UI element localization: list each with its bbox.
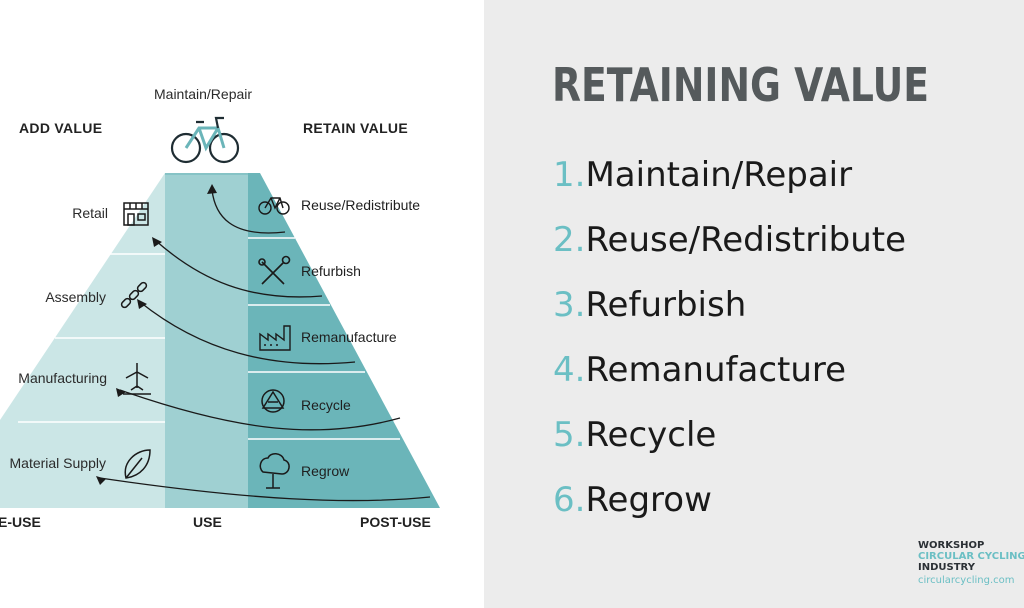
list-text: Refurbish bbox=[585, 285, 747, 325]
right-label-refurbish: Refurbish bbox=[301, 263, 361, 279]
slide-title: RETAINING VALUE bbox=[552, 58, 930, 112]
pyramid-right-side bbox=[248, 173, 440, 508]
left-label-material-supply: Material Supply bbox=[9, 455, 107, 471]
list-text: Maintain/Repair bbox=[585, 155, 853, 195]
list-item-5: 5.Recycle bbox=[553, 415, 716, 455]
list-number: 6. bbox=[553, 480, 586, 520]
bottom-label-use: USE bbox=[193, 514, 222, 530]
list-number: 5. bbox=[553, 415, 586, 455]
brand-line-industry: INDUSTRY bbox=[918, 562, 975, 573]
small-bicycle-icon bbox=[258, 197, 290, 215]
top-label: Maintain/Repair bbox=[154, 86, 253, 102]
brand-line-circular: CIRCULAR CYCLING bbox=[918, 551, 1024, 562]
pyramid-diagram bbox=[0, 116, 440, 508]
airplane-icon bbox=[123, 363, 151, 395]
right-label-remanufacture: Remanufacture bbox=[301, 329, 397, 345]
store-icon bbox=[123, 202, 149, 226]
bicycle-icon bbox=[170, 116, 240, 164]
left-label-assembly: Assembly bbox=[45, 289, 106, 305]
tree-icon bbox=[259, 453, 290, 489]
list-text: Regrow bbox=[585, 480, 712, 520]
add-value-header: ADD VALUE bbox=[19, 120, 103, 136]
retain-value-header: RETAIN VALUE bbox=[303, 120, 408, 136]
pyramid-center-column bbox=[165, 173, 248, 508]
list-item-6: 6.Regrow bbox=[553, 480, 712, 520]
chain-icon bbox=[120, 281, 148, 309]
list-text: Reuse/Redistribute bbox=[585, 220, 906, 260]
bottom-label-post-use: POST-USE bbox=[360, 514, 431, 530]
left-separators bbox=[18, 253, 165, 423]
pyramid-top bbox=[165, 173, 248, 175]
right-label-recycle: Recycle bbox=[301, 397, 351, 413]
list-number: 2. bbox=[553, 220, 586, 260]
tools-icon bbox=[258, 255, 291, 285]
pyramid-left-side bbox=[0, 173, 165, 508]
flow-arrows bbox=[99, 189, 431, 502]
brand-url[interactable]: circularcycling.com bbox=[918, 575, 1015, 586]
list-text: Recycle bbox=[585, 415, 717, 455]
bottom-label-pre-use: E-USE bbox=[0, 514, 41, 530]
list-number: 1. bbox=[553, 155, 586, 195]
right-label-reuse: Reuse/Redistribute bbox=[301, 197, 421, 213]
list-item-3: 3.Refurbish bbox=[553, 285, 746, 325]
factory-icon bbox=[259, 325, 291, 351]
right-label-regrow: Regrow bbox=[301, 463, 350, 479]
arrow-heads bbox=[96, 184, 217, 485]
diagram-panel: Maintain/Repair ADD VALUE RETAIN VALUE R… bbox=[0, 0, 484, 608]
list-item-1: 1.Maintain/Repair bbox=[553, 155, 852, 195]
recycle-icon bbox=[261, 389, 285, 413]
list-text: Remanufacture bbox=[585, 350, 847, 390]
left-label-manufacturing: Manufacturing bbox=[18, 370, 107, 386]
right-separators bbox=[248, 237, 400, 440]
left-label-retail: Retail bbox=[72, 205, 108, 221]
slide-text-panel bbox=[484, 0, 1024, 608]
brand-line-workshop: WORKSHOP bbox=[918, 540, 985, 551]
list-item-2: 2.Reuse/Redistribute bbox=[553, 220, 906, 260]
leaf-icon bbox=[124, 449, 151, 479]
list-number: 3. bbox=[553, 285, 586, 325]
list-number: 4. bbox=[553, 350, 586, 390]
list-item-4: 4.Remanufacture bbox=[553, 350, 846, 390]
